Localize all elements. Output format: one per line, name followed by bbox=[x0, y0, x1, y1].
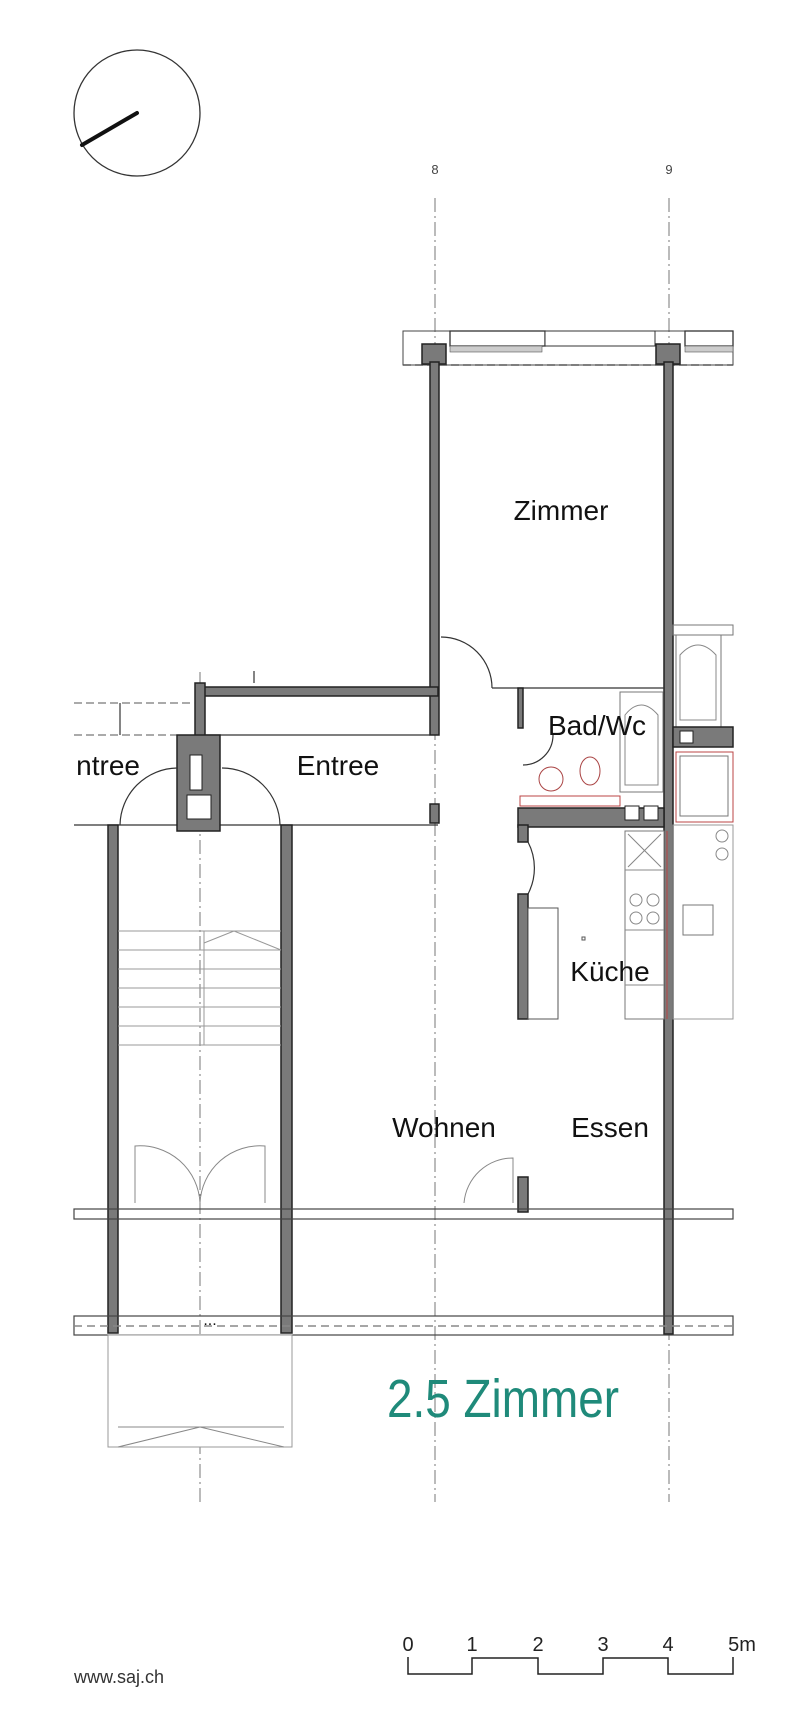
room-label-zimmer: Zimmer bbox=[514, 495, 609, 526]
room-label-bad-wc: Bad/Wc bbox=[548, 710, 646, 741]
apartment-type-title: 2.5 Zimmer bbox=[387, 1369, 619, 1429]
wall-axis-8 bbox=[429, 361, 440, 736]
neighbor-fixtures bbox=[672, 624, 734, 1020]
scale-label-3: 3 bbox=[597, 1634, 608, 1656]
bathroom bbox=[492, 687, 665, 828]
scale-bar: 0 1 2 3 4 5m bbox=[402, 1634, 756, 1675]
room-label-kueche: Küche bbox=[570, 956, 649, 987]
room-label-essen: Essen bbox=[571, 1112, 649, 1143]
neighbor-entree-lines bbox=[74, 671, 438, 826]
room-label-entree-neighbor: ntree bbox=[76, 750, 140, 781]
wall-axis-9 bbox=[663, 361, 674, 1335]
top-facade bbox=[402, 330, 734, 366]
shaft bbox=[176, 734, 221, 832]
wohnen-door-arc bbox=[463, 1157, 514, 1204]
staircase bbox=[107, 824, 293, 1334]
scale-label-2: 2 bbox=[532, 1634, 543, 1656]
zimmer-door-arc bbox=[440, 636, 493, 689]
door-stub bbox=[429, 803, 440, 824]
corridor-wall-stub bbox=[194, 682, 206, 743]
scale-label-4: 4 bbox=[662, 1634, 673, 1656]
website-link[interactable]: www.saj.ch bbox=[73, 1667, 164, 1687]
kitchen bbox=[517, 824, 668, 1020]
corridor-wall bbox=[199, 686, 439, 697]
ellipsis-mark: ... bbox=[203, 1312, 216, 1329]
scale-label-5m: 5m bbox=[728, 1634, 756, 1656]
door-arc-left bbox=[119, 767, 178, 826]
door-arc-right bbox=[221, 767, 281, 826]
room-label-entree: Entree bbox=[297, 750, 380, 781]
scale-label-1: 1 bbox=[466, 1634, 477, 1656]
bottom-facade bbox=[73, 1208, 734, 1448]
scale-label-0: 0 bbox=[402, 1634, 413, 1656]
room-label-wohnen: Wohnen bbox=[392, 1112, 496, 1143]
grid-axis-label-9: 9 bbox=[665, 162, 672, 177]
wohnen-door-stub bbox=[517, 1176, 529, 1213]
grid-axis-label-8: 8 bbox=[431, 162, 438, 177]
compass-icon bbox=[73, 49, 201, 177]
